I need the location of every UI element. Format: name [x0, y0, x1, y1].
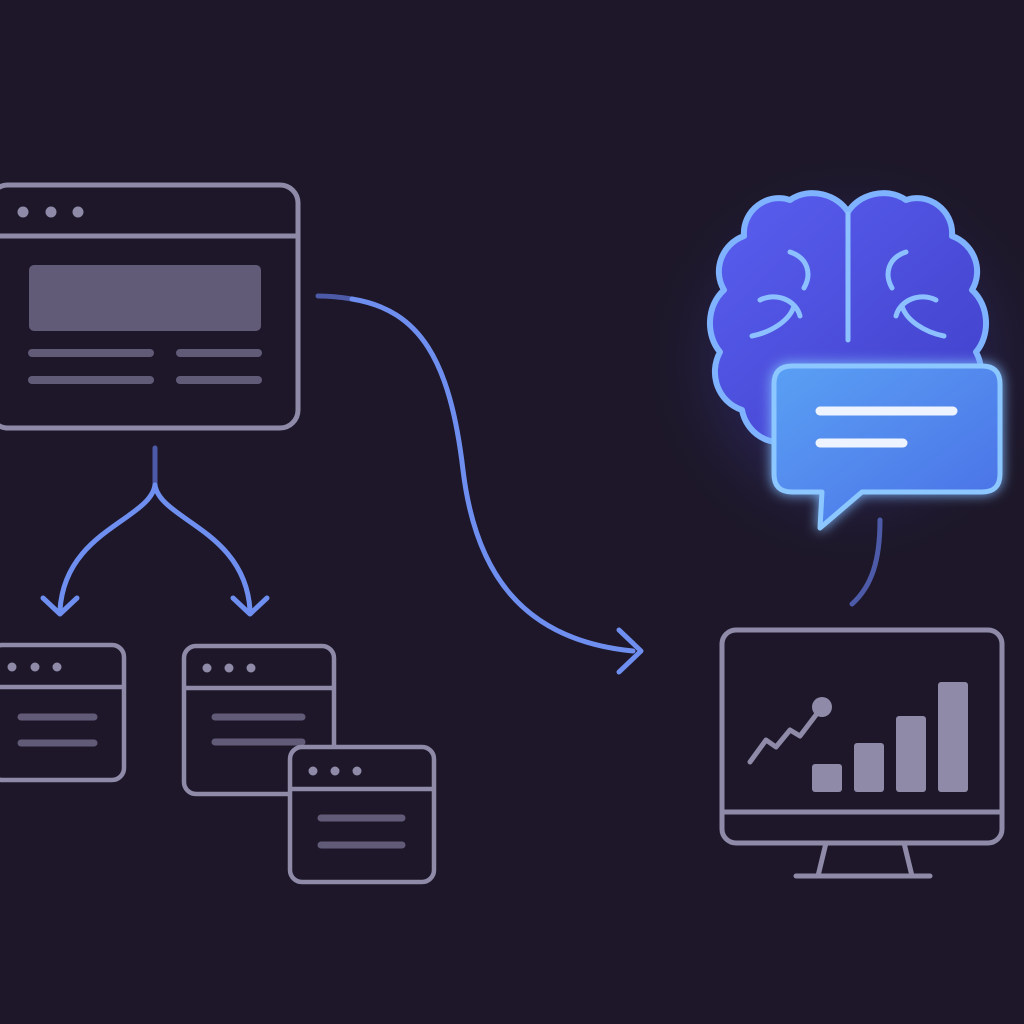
branch-right-arrow-icon: [152, 482, 253, 613]
chart-bar: [896, 716, 926, 792]
window-dot-icon: [352, 766, 362, 776]
window-dot-icon: [246, 663, 256, 673]
main-window-frame: [0, 182, 301, 431]
brain-fold: [899, 303, 947, 339]
trend-line: [747, 704, 825, 765]
trend-point-icon: [812, 697, 832, 717]
chart-bar: [812, 764, 842, 792]
branch-left-arrow-icon: [57, 482, 158, 613]
branching-arrows-icon: [40, 445, 270, 617]
flow-arrowhead-icon: [616, 627, 644, 675]
window-dot-icon: [17, 206, 29, 218]
brain-fold: [885, 249, 909, 291]
child-window-frame: [0, 642, 127, 783]
flow-arrow-path: [349, 296, 636, 654]
analytics-monitor-icon: [719, 627, 1005, 879]
window-dot-icon: [45, 206, 57, 218]
brain-fold: [749, 303, 797, 339]
window-dot-icon: [202, 663, 212, 673]
window-dot-icon: [30, 662, 40, 672]
flow-arrow-start-fade: [315, 293, 355, 302]
main-window: [0, 182, 301, 431]
window-dot-icon: [224, 663, 234, 673]
ai-cluster: [640, 150, 1024, 607]
monitor-screen-frame: [719, 627, 1005, 846]
main-window-hero-placeholder: [29, 265, 261, 331]
window-dot-icon: [72, 206, 84, 218]
brain-fold: [787, 249, 811, 291]
monitor-stand: [815, 840, 915, 879]
child-window-left: [0, 642, 127, 783]
bar-chart-icon: [812, 682, 968, 792]
window-dot-icon: [330, 766, 340, 776]
chart-bar: [938, 682, 968, 792]
brain-fold: [757, 294, 803, 319]
child-window-front: [287, 744, 437, 885]
branch-right-arrowhead-icon: [230, 595, 270, 617]
window-dot-icon: [308, 766, 318, 776]
brain-fold: [893, 294, 939, 319]
window-dot-icon: [52, 662, 62, 672]
trend-line-icon: [747, 697, 832, 765]
chart-bar: [854, 743, 884, 792]
branch-left-arrowhead-icon: [40, 595, 80, 617]
window-dot-icon: [7, 662, 17, 672]
bubble-monitor-connector: [849, 517, 883, 607]
curved-arrow-icon: [315, 293, 644, 675]
chat-bubble-icon: [771, 363, 1003, 531]
